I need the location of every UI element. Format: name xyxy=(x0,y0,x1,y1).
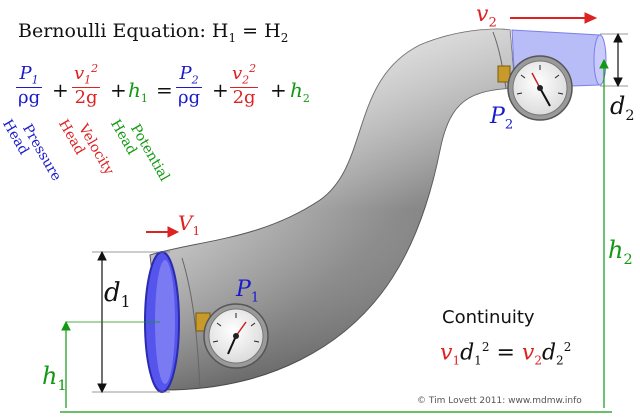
pressure-gauge-1 xyxy=(195,303,269,369)
plus-sign: + xyxy=(212,78,229,102)
plus-sign: + xyxy=(270,78,287,102)
h2-label: h2 xyxy=(608,236,633,268)
velocity-arrow-2 xyxy=(510,12,598,24)
equals-sign: = xyxy=(156,78,173,102)
credit-text: © Tim Lovett 2011: www.mdmw.info xyxy=(417,396,582,406)
p2-label: P2 xyxy=(490,104,514,133)
v2-label: v2 xyxy=(476,2,497,31)
pressure-gauge-2 xyxy=(497,55,573,121)
v1-label: V1 xyxy=(178,211,201,238)
bernoulli-title: Bernoulli Equation: H1 = H2 xyxy=(18,20,289,45)
velocity-head-term-1: v12 2g xyxy=(72,62,101,108)
h2-dimension xyxy=(599,58,609,408)
plus-sign: + xyxy=(110,78,127,102)
continuity-equation: v1d12 = v2d22 xyxy=(440,340,572,368)
d2-label: d2 xyxy=(610,92,635,124)
velocity-arrow-1 xyxy=(146,226,180,238)
elevation-head-term-2: h2 xyxy=(290,78,310,105)
plus-sign: + xyxy=(52,78,69,102)
pressure-head-term-1: P1 ρg xyxy=(16,63,43,108)
d2-dimension xyxy=(600,32,628,88)
d1-label: d1 xyxy=(104,278,131,312)
continuity-title: Continuity xyxy=(442,307,535,328)
p1-label: P1 xyxy=(236,277,260,306)
h1-dimension xyxy=(61,320,160,408)
velocity-head-term-2: v22 2g xyxy=(230,62,259,108)
elevation-head-term-1: h1 xyxy=(128,78,148,105)
h1-label: h1 xyxy=(42,362,67,394)
pressure-head-term-2: P2 ρg xyxy=(176,63,203,108)
